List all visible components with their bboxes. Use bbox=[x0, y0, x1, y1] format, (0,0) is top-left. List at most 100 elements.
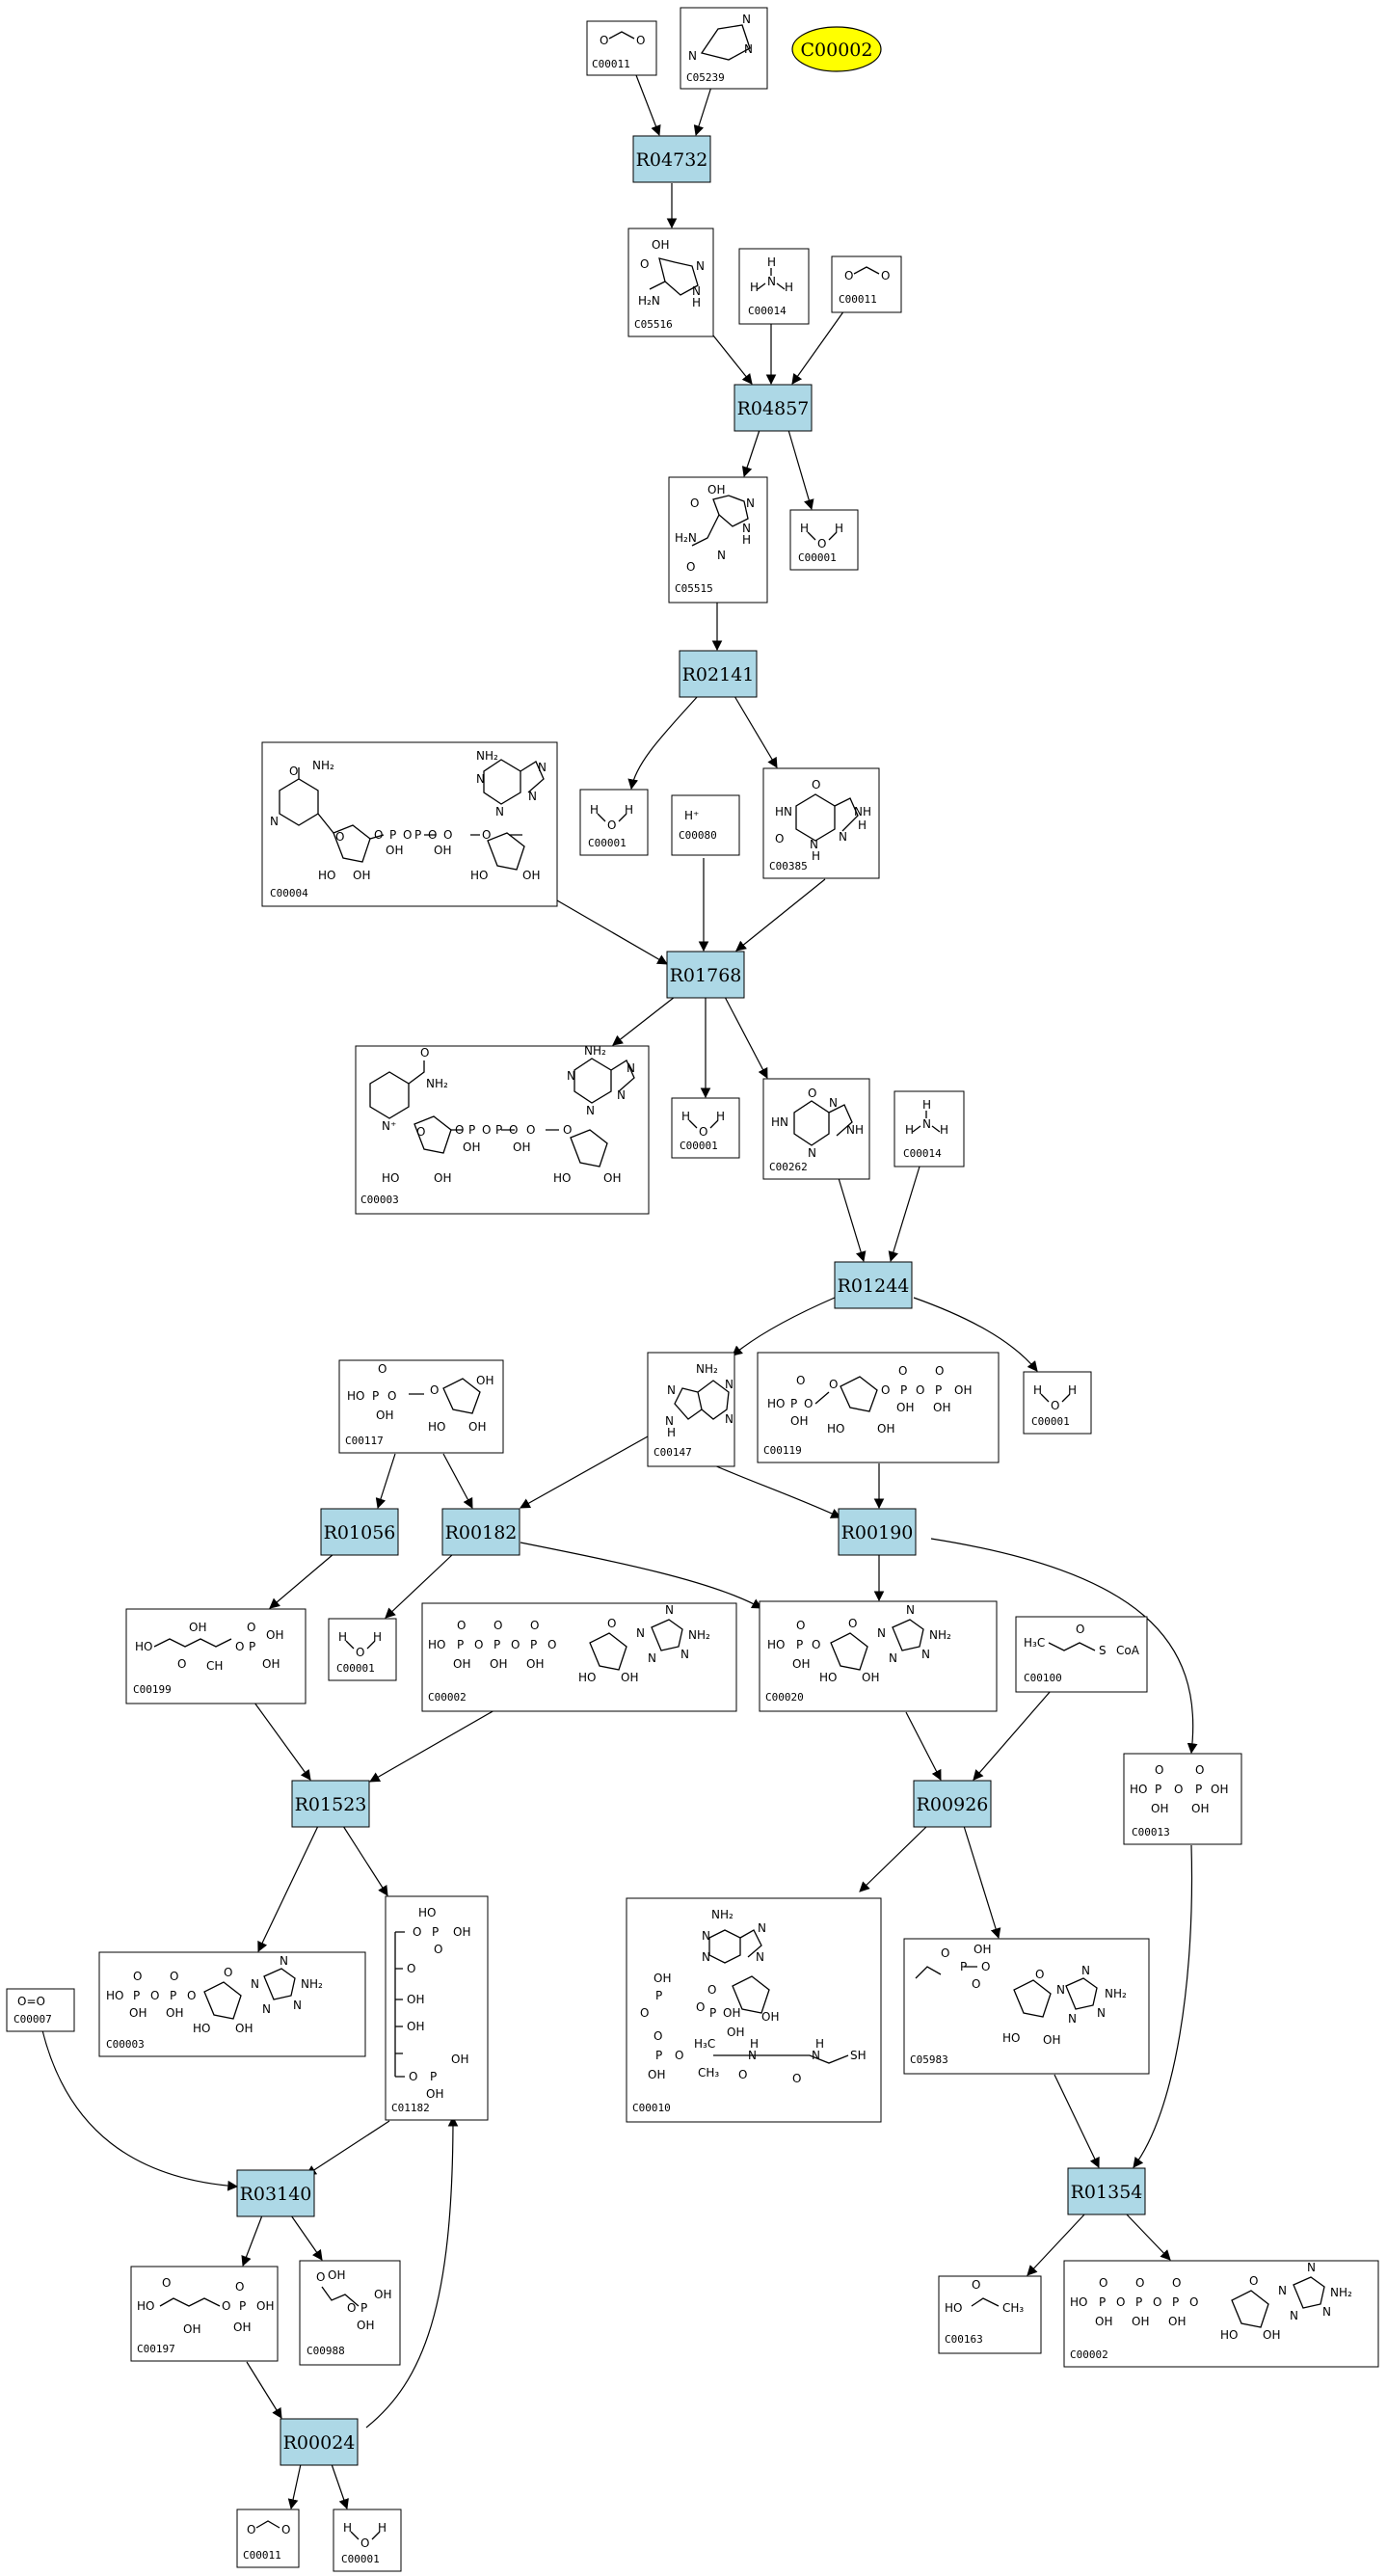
compound-id: C00014 bbox=[748, 305, 787, 317]
compound-c00197[interactable]: O HO OH O P OH OH O C00197 bbox=[130, 2266, 279, 2362]
svg-text:H: H bbox=[858, 818, 867, 832]
compound-c00014[interactable]: H N H H C00014 bbox=[738, 248, 810, 325]
reaction-r02141[interactable]: R02141 bbox=[679, 650, 758, 698]
reaction-r00190[interactable]: R00190 bbox=[838, 1508, 917, 1556]
svg-text:OH: OH bbox=[476, 1374, 493, 1387]
svg-text:N: N bbox=[1322, 2305, 1331, 2319]
compound-id: C05983 bbox=[910, 2053, 948, 2066]
edge-c00117-r01056 bbox=[375, 1453, 396, 1510]
compound-c00014[interactable]: H N H H C00014 bbox=[894, 1090, 965, 1167]
compound-c00013[interactable]: O O HO P O P OH OH OH C00013 bbox=[1123, 1753, 1242, 1845]
compound-c05239[interactable]: N N N C05239 bbox=[680, 7, 768, 90]
compound-c00001[interactable]: H O H C00001 bbox=[579, 789, 649, 856]
compound-c00988[interactable]: O OH O P OH OH C00988 bbox=[299, 2260, 401, 2366]
svg-text:HO: HO bbox=[578, 1671, 596, 1684]
compound-c00002[interactable]: O O O HO P O P O P O OH OH OH O N NH₂ N … bbox=[421, 1602, 737, 1712]
compound-c00119[interactable]: O HO P O OH O O P O P OH OH OH O O HO OH… bbox=[757, 1352, 1000, 1463]
svg-text:O: O bbox=[474, 1638, 483, 1651]
compound-c00199[interactable]: HO OH O O P OH OH O CH C00199 bbox=[125, 1608, 307, 1704]
highlight-node[interactable]: C00002 bbox=[791, 26, 882, 72]
compound-c00163[interactable]: O HO CH₃ C00163 bbox=[938, 2275, 1042, 2354]
compound-c00011[interactable]: O O C00011 bbox=[831, 255, 902, 313]
compound-c00001[interactable]: H O H C00001 bbox=[671, 1097, 740, 1159]
svg-text:N: N bbox=[906, 1603, 915, 1617]
svg-text:O: O bbox=[636, 34, 645, 47]
reaction-r01523[interactable]: R01523 bbox=[291, 1780, 370, 1828]
svg-text:N: N bbox=[717, 549, 726, 562]
compound-c00004[interactable]: NH₂ O N O HO OH O P O P O OH OH O NH₂ N … bbox=[261, 741, 558, 907]
edge-r00926-c05983 bbox=[963, 1825, 1001, 1940]
reaction-r01768[interactable]: R01768 bbox=[666, 951, 745, 999]
reaction-r01354[interactable]: R01354 bbox=[1067, 2167, 1146, 2215]
highlight-label: C00002 bbox=[801, 40, 873, 61]
compound-c00147[interactable]: NH₂ N N N N H C00147 bbox=[647, 1352, 735, 1467]
reaction-r00024[interactable]: R00024 bbox=[280, 2418, 359, 2466]
compound-c00001[interactable]: H O H C00001 bbox=[333, 2509, 402, 2572]
svg-text:OH: OH bbox=[707, 483, 725, 496]
compound-c00011[interactable]: O O C00011 bbox=[236, 2509, 300, 2568]
reaction-r03140[interactable]: R03140 bbox=[236, 2169, 315, 2217]
compound-c00011[interactable]: O O C00011 bbox=[586, 20, 657, 76]
compound-c00002[interactable]: O O O HO P O P O P O OH OH OH O N NH₂ N … bbox=[1063, 2260, 1379, 2368]
svg-text:P: P bbox=[493, 1638, 500, 1651]
svg-text:HN: HN bbox=[775, 805, 792, 818]
svg-text:HO: HO bbox=[553, 1171, 571, 1185]
svg-text:O: O bbox=[281, 2523, 290, 2536]
compound-c00080[interactable]: H⁺ C00080 bbox=[671, 794, 740, 856]
compound-id: C00385 bbox=[769, 860, 808, 872]
reaction-label: R01768 bbox=[670, 965, 742, 986]
svg-text:O: O bbox=[1249, 2274, 1258, 2288]
compound-c00100[interactable]: H₃C O S CoA C00100 bbox=[1015, 1616, 1148, 1693]
svg-text:N: N bbox=[742, 13, 751, 26]
compound-c00001[interactable]: H O H C00001 bbox=[328, 1618, 397, 1681]
compound-c05515[interactable]: OH O N N H H₂N N O C05515 bbox=[668, 476, 768, 604]
reaction-r01244[interactable]: R01244 bbox=[834, 1261, 913, 1309]
svg-text:OH: OH bbox=[328, 2268, 345, 2282]
svg-text:CoA: CoA bbox=[1116, 1644, 1140, 1657]
svg-text:H: H bbox=[800, 522, 809, 535]
svg-text:N: N bbox=[586, 1104, 595, 1117]
reaction-r01056[interactable]: R01056 bbox=[320, 1508, 399, 1556]
compound-c00007[interactable]: O=O C00007 bbox=[6, 1988, 75, 2032]
svg-text:O: O bbox=[511, 1638, 520, 1651]
svg-text:O: O bbox=[829, 1378, 838, 1391]
reaction-label: R01244 bbox=[838, 1275, 910, 1297]
svg-text:O: O bbox=[640, 257, 649, 271]
edge-r03140-c00988 bbox=[290, 2214, 323, 2261]
compound-c05516[interactable]: OH N N H H₂N O C05516 bbox=[627, 228, 714, 337]
svg-text:H: H bbox=[922, 1098, 931, 1112]
svg-text:H: H bbox=[750, 281, 759, 294]
svg-text:O: O bbox=[972, 2278, 980, 2292]
reaction-r00926[interactable]: R00926 bbox=[913, 1780, 992, 1828]
compound-c00001[interactable]: H O H C00001 bbox=[789, 509, 859, 571]
svg-text:O: O bbox=[177, 1657, 186, 1671]
svg-text:OH: OH bbox=[653, 1972, 671, 1985]
reaction-r04732[interactable]: R04732 bbox=[632, 135, 711, 183]
svg-text:N: N bbox=[627, 1061, 635, 1075]
svg-text:O: O bbox=[690, 496, 699, 510]
compound-c00262[interactable]: O HN N NH N C00262 bbox=[762, 1078, 870, 1180]
compound-c01182[interactable]: HO P OH O O O OH OH O P OH OH C01182 bbox=[385, 1895, 489, 2121]
edge-r04857-c00001 bbox=[787, 429, 814, 511]
svg-text:H: H bbox=[905, 1123, 914, 1137]
compound-c00117[interactable]: O HO P O OH O OH HO OH C00117 bbox=[338, 1359, 504, 1454]
svg-text:HO: HO bbox=[137, 2299, 154, 2313]
svg-text:OH: OH bbox=[1043, 2033, 1060, 2047]
edge-c00007-r03140 bbox=[41, 2029, 239, 2191]
compound-c00001[interactable]: H O H C00001 bbox=[1023, 1371, 1092, 1435]
compound-c00003[interactable]: O O HO P O P O OH OH O N NH₂ N N N HO OH… bbox=[98, 1951, 366, 2057]
compound-c00020[interactable]: O HO P O OH O N NH₂ N N N HO OH C00020 bbox=[759, 1600, 998, 1712]
compound-c05983[interactable]: O O OH P O O N NH₂ N N N HO OH C05983 bbox=[903, 1938, 1150, 2075]
svg-text:O: O bbox=[941, 1946, 949, 1960]
compound-c00385[interactable]: O HN NH O N N H H C00385 bbox=[762, 767, 880, 879]
svg-text:N: N bbox=[889, 1651, 897, 1665]
svg-text:N: N bbox=[756, 1950, 764, 1964]
compound-c00003[interactable]: O NH₂ N⁺ O HO OH O P O P O OH OH O NH₂ N… bbox=[355, 1044, 650, 1215]
reaction-r04857[interactable]: R04857 bbox=[734, 384, 813, 432]
reaction-r00182[interactable]: R00182 bbox=[441, 1508, 520, 1556]
compound-c00010[interactable]: NH₂ N N N N OH O P O O P OH O P O OH OH … bbox=[626, 1897, 882, 2123]
edge-r00024-c01182 bbox=[365, 2115, 459, 2428]
compound-id: C00119 bbox=[763, 1444, 802, 1457]
svg-text:OH: OH bbox=[434, 844, 451, 857]
svg-text:O: O bbox=[1099, 2276, 1107, 2290]
